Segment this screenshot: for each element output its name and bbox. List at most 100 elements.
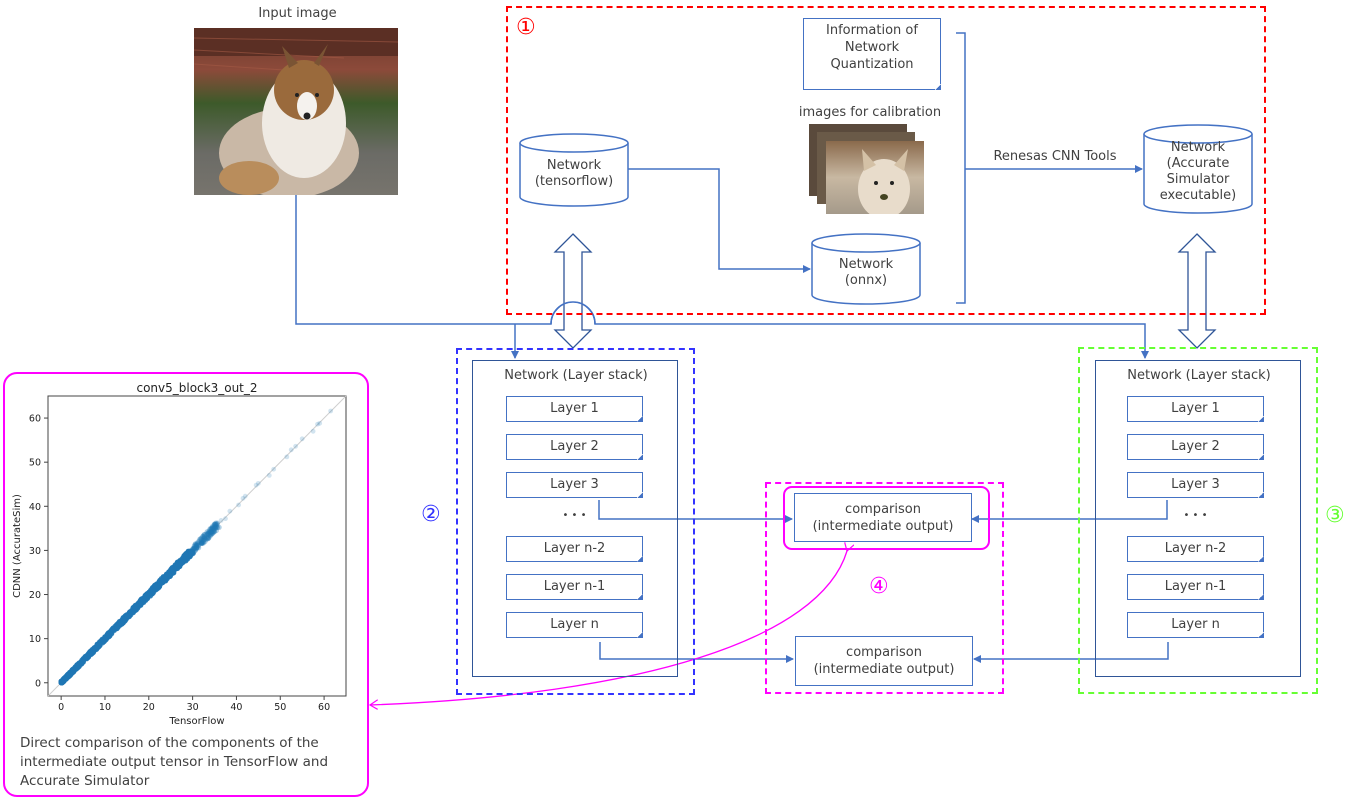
scatter-point — [214, 521, 220, 527]
scatter-point — [191, 545, 197, 551]
scatter-point — [194, 542, 200, 548]
scatter-point — [211, 521, 218, 527]
scatter-point — [205, 531, 211, 537]
x-axis-label: TensorFlow — [168, 716, 224, 727]
scatter-point — [210, 523, 216, 529]
compare-bottom-line-2: (intermediate output) — [813, 662, 955, 677]
scatter-point — [201, 532, 207, 538]
compare-intermediate-bottom[interactable]: comparison (intermediate output) — [795, 636, 973, 686]
scatter-point — [120, 618, 126, 624]
scatter-point — [208, 526, 214, 532]
scatter-point — [63, 676, 69, 682]
scatter-point — [205, 536, 211, 542]
scatter-point — [209, 525, 215, 531]
quantization-info-document[interactable]: Information of Network Quantization — [803, 18, 941, 90]
right-layer-1[interactable]: Layer 1 — [1127, 396, 1264, 422]
sim-label-line-4: executable) — [1159, 188, 1237, 203]
scatter-point — [191, 543, 197, 549]
scatter-point — [194, 541, 200, 547]
compare-to-plot-link — [370, 551, 847, 705]
scatter-point — [208, 529, 214, 535]
network-onnx-cylinder[interactable]: Network (onnx) — [811, 233, 921, 306]
sim-label-line-3: Simulator — [1166, 172, 1230, 187]
y-tick-label: 40 — [29, 502, 41, 513]
left-layer-1[interactable]: Layer 1 — [506, 396, 643, 422]
network-accurate-simulator-cylinder[interactable]: Network (Accurate Simulator executable) — [1143, 124, 1253, 215]
scatter-point — [197, 536, 203, 542]
scatter-point — [207, 529, 214, 535]
scatter-point — [203, 531, 209, 537]
scatter-point — [202, 536, 208, 542]
scatter-point — [211, 526, 217, 533]
left-layer-n-2[interactable]: Layer n-2 — [506, 536, 643, 562]
right-layer-n[interactable]: Layer n — [1127, 612, 1264, 638]
y-tick-label: 60 — [29, 414, 41, 425]
scatter-point — [198, 540, 204, 546]
scatter-point — [200, 533, 206, 540]
scatter-point — [214, 522, 220, 528]
compare-top-line-1: comparison — [845, 502, 921, 517]
onnx-label-line-2: (onnx) — [844, 273, 888, 288]
scatter-point — [202, 538, 208, 545]
scatter-point — [124, 613, 131, 619]
compare-intermediate-top[interactable]: comparison (intermediate output) — [794, 493, 972, 542]
highlight-compare-top — [783, 486, 990, 550]
left-layer-ellipsis: • • • — [562, 510, 587, 521]
scatter-point — [328, 408, 334, 414]
scatter-point — [132, 605, 138, 611]
scatter-point — [191, 545, 198, 551]
scatter-point — [206, 535, 212, 541]
right-layer-n-1[interactable]: Layer n-1 — [1127, 574, 1264, 600]
cylinder-shape — [811, 233, 921, 305]
scatter-point — [223, 516, 228, 522]
x-tick-label: 10 — [99, 702, 111, 713]
scatter-point — [149, 586, 155, 592]
scatter-point — [201, 536, 208, 542]
compare-bottom-line-1: comparison — [846, 645, 922, 660]
network-tensorflow-cylinder[interactable]: Network (tensorflow) — [519, 133, 629, 208]
scatter-point — [203, 537, 209, 543]
scatter-point — [212, 525, 218, 531]
section-1-marker: ① — [516, 15, 536, 40]
scatter-point — [299, 436, 305, 442]
scatter-point — [212, 523, 218, 529]
scatter-point — [212, 526, 218, 532]
scatter-point — [210, 529, 217, 535]
tf-label-line-2: (tensorflow) — [534, 174, 614, 189]
scatter-point — [207, 533, 213, 539]
scatter-point — [214, 524, 221, 531]
scatter-point — [207, 532, 213, 538]
line-hop-arc — [550, 301, 596, 325]
scatter-point — [70, 667, 76, 673]
scatter-point — [207, 531, 213, 537]
left-layer-2[interactable]: Layer 2 — [506, 434, 643, 460]
scatter-point — [212, 524, 218, 531]
section-1-quantization-frame — [506, 6, 1266, 315]
left-layer-n[interactable]: Layer n — [506, 612, 643, 638]
scatter-point — [191, 547, 197, 553]
left-layer-3[interactable]: Layer 3 — [506, 472, 643, 498]
scatter-point — [155, 585, 162, 591]
quant-line-2: Network — [844, 40, 900, 55]
right-layer-3[interactable]: Layer 3 — [1127, 472, 1264, 498]
scatter-point — [195, 539, 201, 545]
scatter-point — [105, 633, 112, 639]
scatter-point — [236, 502, 242, 508]
scatter-point — [240, 495, 246, 501]
section-3-simulator-frame — [1078, 347, 1318, 694]
scatter-point — [207, 526, 213, 532]
scatter-point — [209, 530, 215, 537]
calibration-image-stack[interactable] — [809, 124, 924, 214]
section-2-tensorflow-frame — [456, 348, 695, 695]
scatter-point — [199, 540, 205, 546]
scatter-point — [211, 524, 217, 531]
scatter-point — [65, 671, 71, 678]
left-layer-n-1[interactable]: Layer n-1 — [506, 574, 643, 600]
scatter-point — [198, 536, 204, 542]
right-layern-to-compare — [973, 642, 1169, 663]
scatter-point — [167, 573, 173, 579]
dog-photo-stack-icon — [826, 141, 924, 214]
right-layer-n-2[interactable]: Layer n-2 — [1127, 536, 1264, 562]
scatter-point — [195, 540, 201, 546]
right-layer-2[interactable]: Layer 2 — [1127, 434, 1264, 460]
